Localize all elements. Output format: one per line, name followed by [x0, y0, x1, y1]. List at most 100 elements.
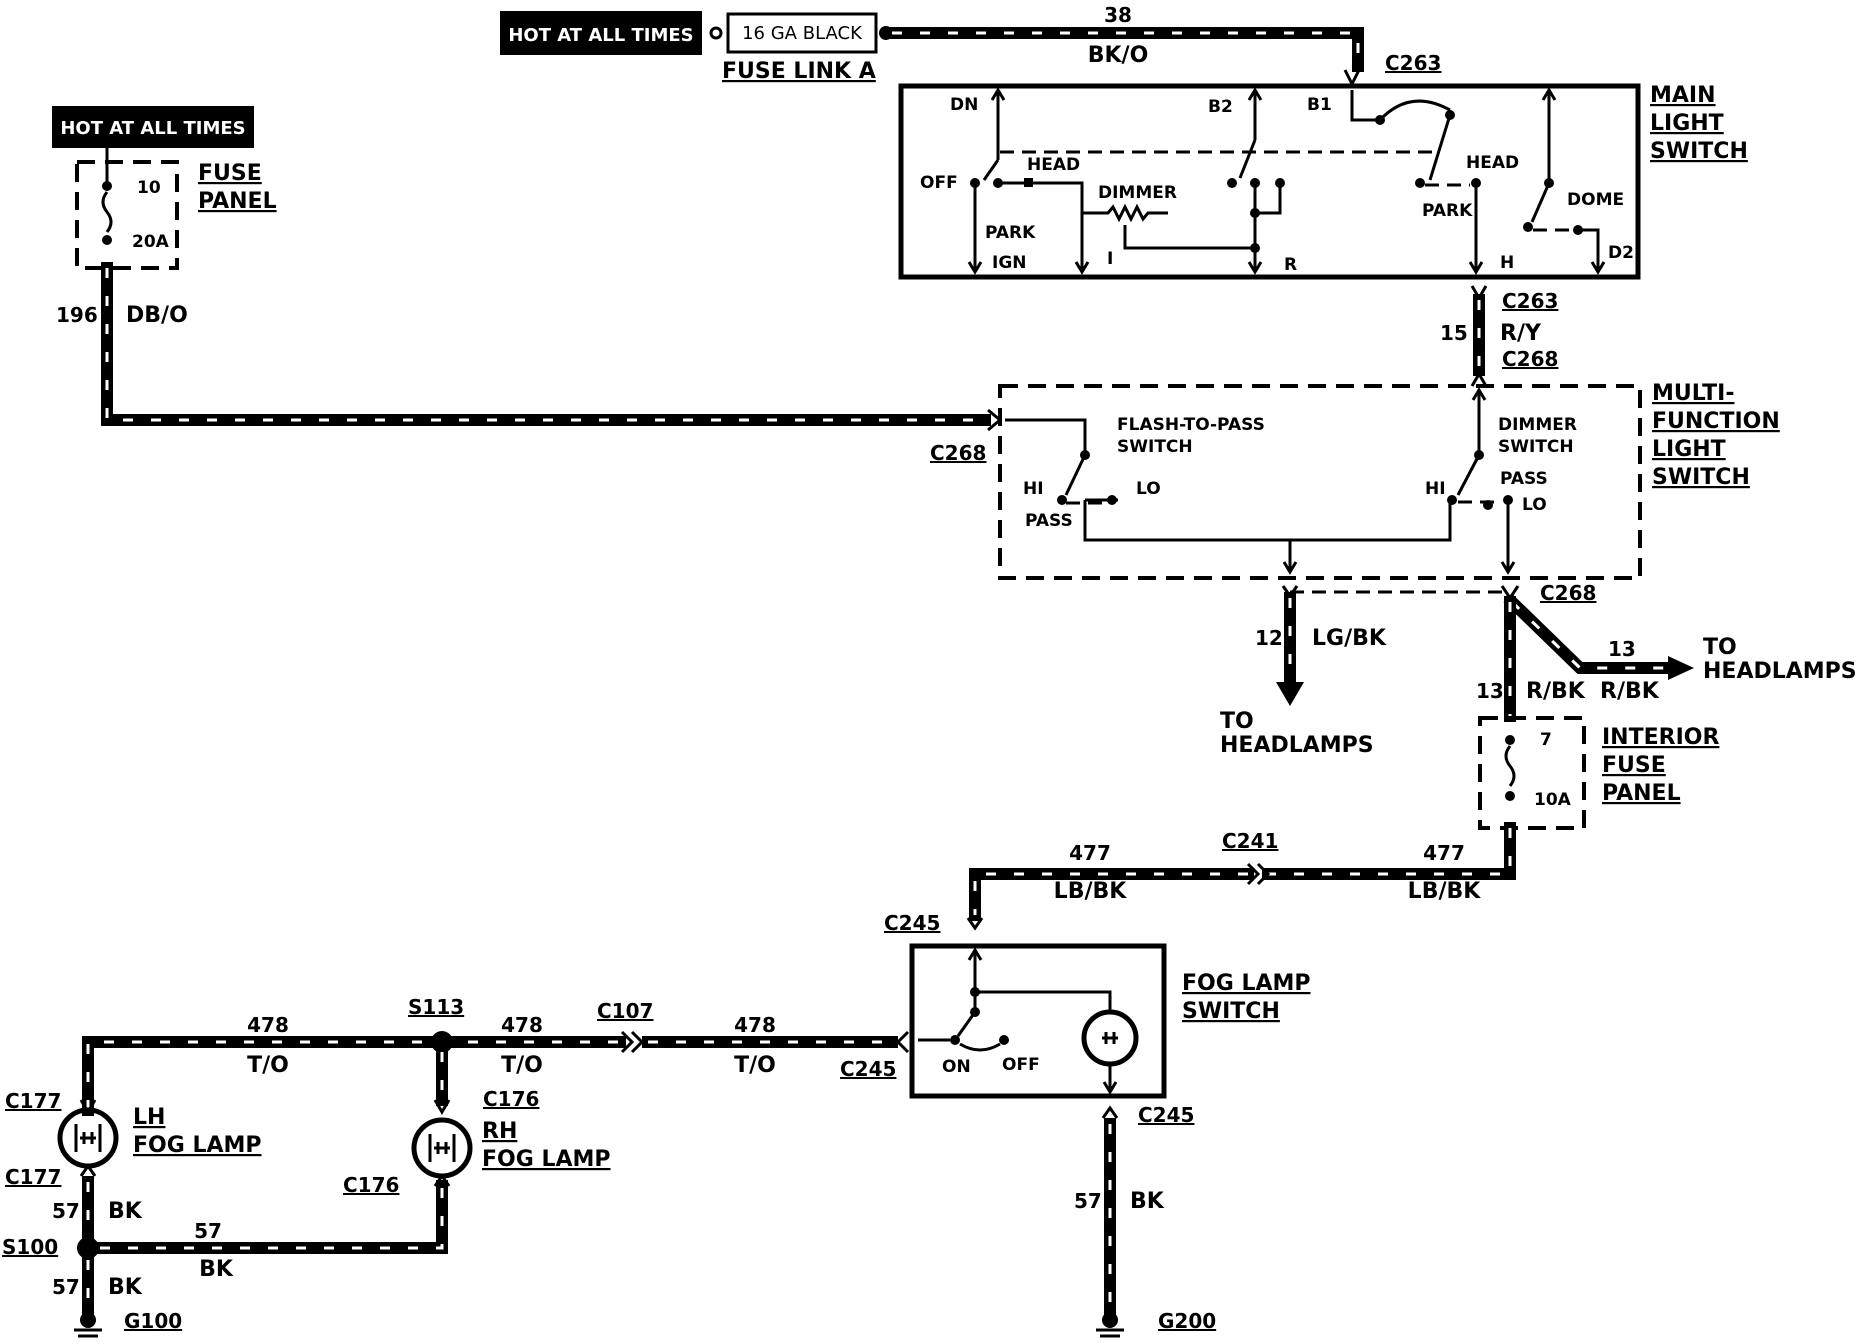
- svg-text:INTERIOR: INTERIOR: [1602, 725, 1719, 750]
- svg-text:DIMMER: DIMMER: [1098, 183, 1177, 203]
- svg-text:LH: LH: [133, 1105, 165, 1130]
- svg-text:BK: BK: [108, 1199, 143, 1224]
- svg-text:BK: BK: [108, 1275, 143, 1300]
- svg-text:OFF: OFF: [1002, 1055, 1040, 1075]
- connector-c245-top: C245: [884, 911, 940, 935]
- wire-15: 15 R/Y: [1440, 285, 1542, 387]
- svg-text:SWITCH: SWITCH: [1182, 999, 1280, 1024]
- svg-text:FUSE: FUSE: [1602, 753, 1666, 778]
- wire-13-to-interior-fuse: 13 R/BK: [1476, 596, 1586, 722]
- hot-at-all-times-top: HOT AT ALL TIMES: [500, 11, 702, 55]
- svg-text:G100: G100: [124, 1309, 182, 1333]
- svg-text:B2: B2: [1208, 97, 1233, 117]
- wire-478: 478 T/O 478 T/O 478 T/O: [82, 1013, 910, 1116]
- svg-text:478: 478: [501, 1013, 543, 1037]
- svg-text:SWITCH: SWITCH: [1498, 437, 1574, 457]
- svg-text:PANEL: PANEL: [1602, 781, 1681, 806]
- svg-text:T/O: T/O: [501, 1053, 543, 1078]
- svg-text:FUSE LINK A: FUSE LINK A: [722, 59, 876, 84]
- svg-text:7: 7: [1540, 730, 1552, 750]
- connector-c176-bottom: C176: [343, 1173, 399, 1197]
- svg-text:57: 57: [52, 1275, 80, 1299]
- svg-text:ON: ON: [942, 1057, 971, 1077]
- svg-text:13: 13: [1608, 637, 1636, 661]
- svg-text:H: H: [1500, 253, 1514, 273]
- wire-196: 196 DB/O: [56, 262, 991, 426]
- svg-text:R/BK: R/BK: [1600, 679, 1660, 704]
- main-light-switch-title: MAIN LIGHT SWITCH: [1650, 83, 1748, 164]
- svg-text:FUNCTION: FUNCTION: [1652, 409, 1780, 434]
- svg-text:HEAD: HEAD: [1027, 155, 1080, 175]
- connector-c176-top: C176: [483, 1087, 539, 1111]
- svg-text:478: 478: [247, 1013, 289, 1037]
- svg-text:TO: TO: [1703, 635, 1737, 660]
- splice-s113: S113: [408, 995, 464, 1019]
- wire-57-right-ground: 57 BK: [1074, 1105, 1165, 1318]
- svg-text:SWITCH: SWITCH: [1652, 465, 1750, 490]
- svg-text:HEAD: HEAD: [1466, 153, 1519, 173]
- svg-text:LG/BK: LG/BK: [1312, 626, 1387, 651]
- wire-38: 38 BK/O: [886, 3, 1364, 72]
- svg-text:LIGHT: LIGHT: [1652, 437, 1726, 462]
- svg-text:PANEL: PANEL: [198, 189, 277, 214]
- svg-text:HEADLAMPS: HEADLAMPS: [1703, 659, 1857, 684]
- fuse-panel: 10 20A FUSE PANEL: [75, 148, 277, 270]
- fog-lamp-switch: ON OFF: [909, 943, 1167, 1099]
- svg-text:HI: HI: [1425, 479, 1446, 499]
- svg-text:HEADLAMPS: HEADLAMPS: [1220, 733, 1374, 758]
- lh-fog-lamp: LH FOG LAMP: [57, 1099, 262, 1169]
- svg-text:R/Y: R/Y: [1500, 321, 1542, 346]
- splice-s100: S100: [2, 1235, 58, 1259]
- svg-text:13: 13: [1476, 679, 1504, 703]
- fog-lamp-switch-title: FOG LAMP SWITCH: [1182, 971, 1311, 1024]
- svg-text:196: 196: [56, 303, 98, 327]
- connector-c268-bottom: C268: [1540, 581, 1596, 605]
- svg-text:IGN: IGN: [992, 253, 1027, 273]
- svg-text:LIGHT: LIGHT: [1650, 111, 1724, 136]
- svg-text:PASS: PASS: [1500, 469, 1548, 489]
- svg-text:I: I: [1107, 249, 1113, 269]
- svg-text:OFF: OFF: [920, 173, 958, 193]
- svg-text:HOT AT ALL TIMES: HOT AT ALL TIMES: [60, 118, 245, 139]
- rh-fog-lamp: RH FOG LAMP: [411, 1099, 611, 1179]
- svg-text:FLASH-TO-PASS: FLASH-TO-PASS: [1117, 415, 1265, 435]
- svg-text:PARK: PARK: [1422, 201, 1473, 221]
- main-light-switch: DN B2 B1 OFF HEAD DIMMER PARK IGN I R HE…: [898, 69, 1641, 280]
- connector-c268-left: C268: [930, 441, 986, 465]
- svg-text:15: 15: [1440, 321, 1468, 345]
- svg-text:477: 477: [1423, 841, 1465, 865]
- svg-text:MULTI-: MULTI-: [1652, 381, 1734, 406]
- svg-text:57: 57: [194, 1219, 222, 1243]
- connector-c241: C241: [1222, 829, 1278, 853]
- svg-text:TO: TO: [1220, 709, 1254, 734]
- svg-text:T/O: T/O: [734, 1053, 776, 1078]
- svg-text:20A: 20A: [132, 232, 170, 252]
- wire-13-to-headlamps: 13 R/BK: [1500, 585, 1694, 704]
- svg-text:16 GA BLACK: 16 GA BLACK: [742, 23, 863, 44]
- svg-text:10A: 10A: [1534, 790, 1572, 810]
- connector-c263-bottom: C263: [1502, 289, 1558, 313]
- svg-text:DB/O: DB/O: [126, 303, 188, 328]
- svg-text:PASS: PASS: [1025, 511, 1073, 531]
- to-headlamps-right: TO HEADLAMPS: [1703, 635, 1857, 684]
- wire-12: 12 LG/BK: [1255, 585, 1387, 706]
- connector-c177-top: C177: [5, 1089, 61, 1113]
- svg-text:FUSE: FUSE: [198, 161, 262, 186]
- svg-text:38: 38: [1104, 3, 1132, 27]
- to-headlamps-left: TO HEADLAMPS: [1220, 709, 1374, 758]
- ground-g100: G100: [74, 1309, 182, 1338]
- svg-text:12: 12: [1255, 626, 1283, 650]
- svg-text:DN: DN: [950, 95, 978, 115]
- svg-text:MAIN: MAIN: [1650, 83, 1716, 108]
- svg-text:DIMMER: DIMMER: [1498, 415, 1577, 435]
- connector-c268-top: C268: [1502, 347, 1558, 371]
- svg-text:SWITCH: SWITCH: [1117, 437, 1193, 457]
- wire-57-left-ground: 57 BK 57 BK 57 BK: [52, 1163, 451, 1318]
- svg-text:10: 10: [137, 178, 161, 198]
- interior-fuse-panel: 7 10A INTERIOR FUSE PANEL: [1478, 716, 1719, 830]
- svg-text:LO: LO: [1522, 495, 1547, 515]
- hot-at-all-times-left: HOT AT ALL TIMES: [52, 106, 254, 148]
- wire-477: 477 LB/BK 477 LB/BK: [969, 822, 1516, 921]
- svg-text:D2: D2: [1608, 243, 1634, 263]
